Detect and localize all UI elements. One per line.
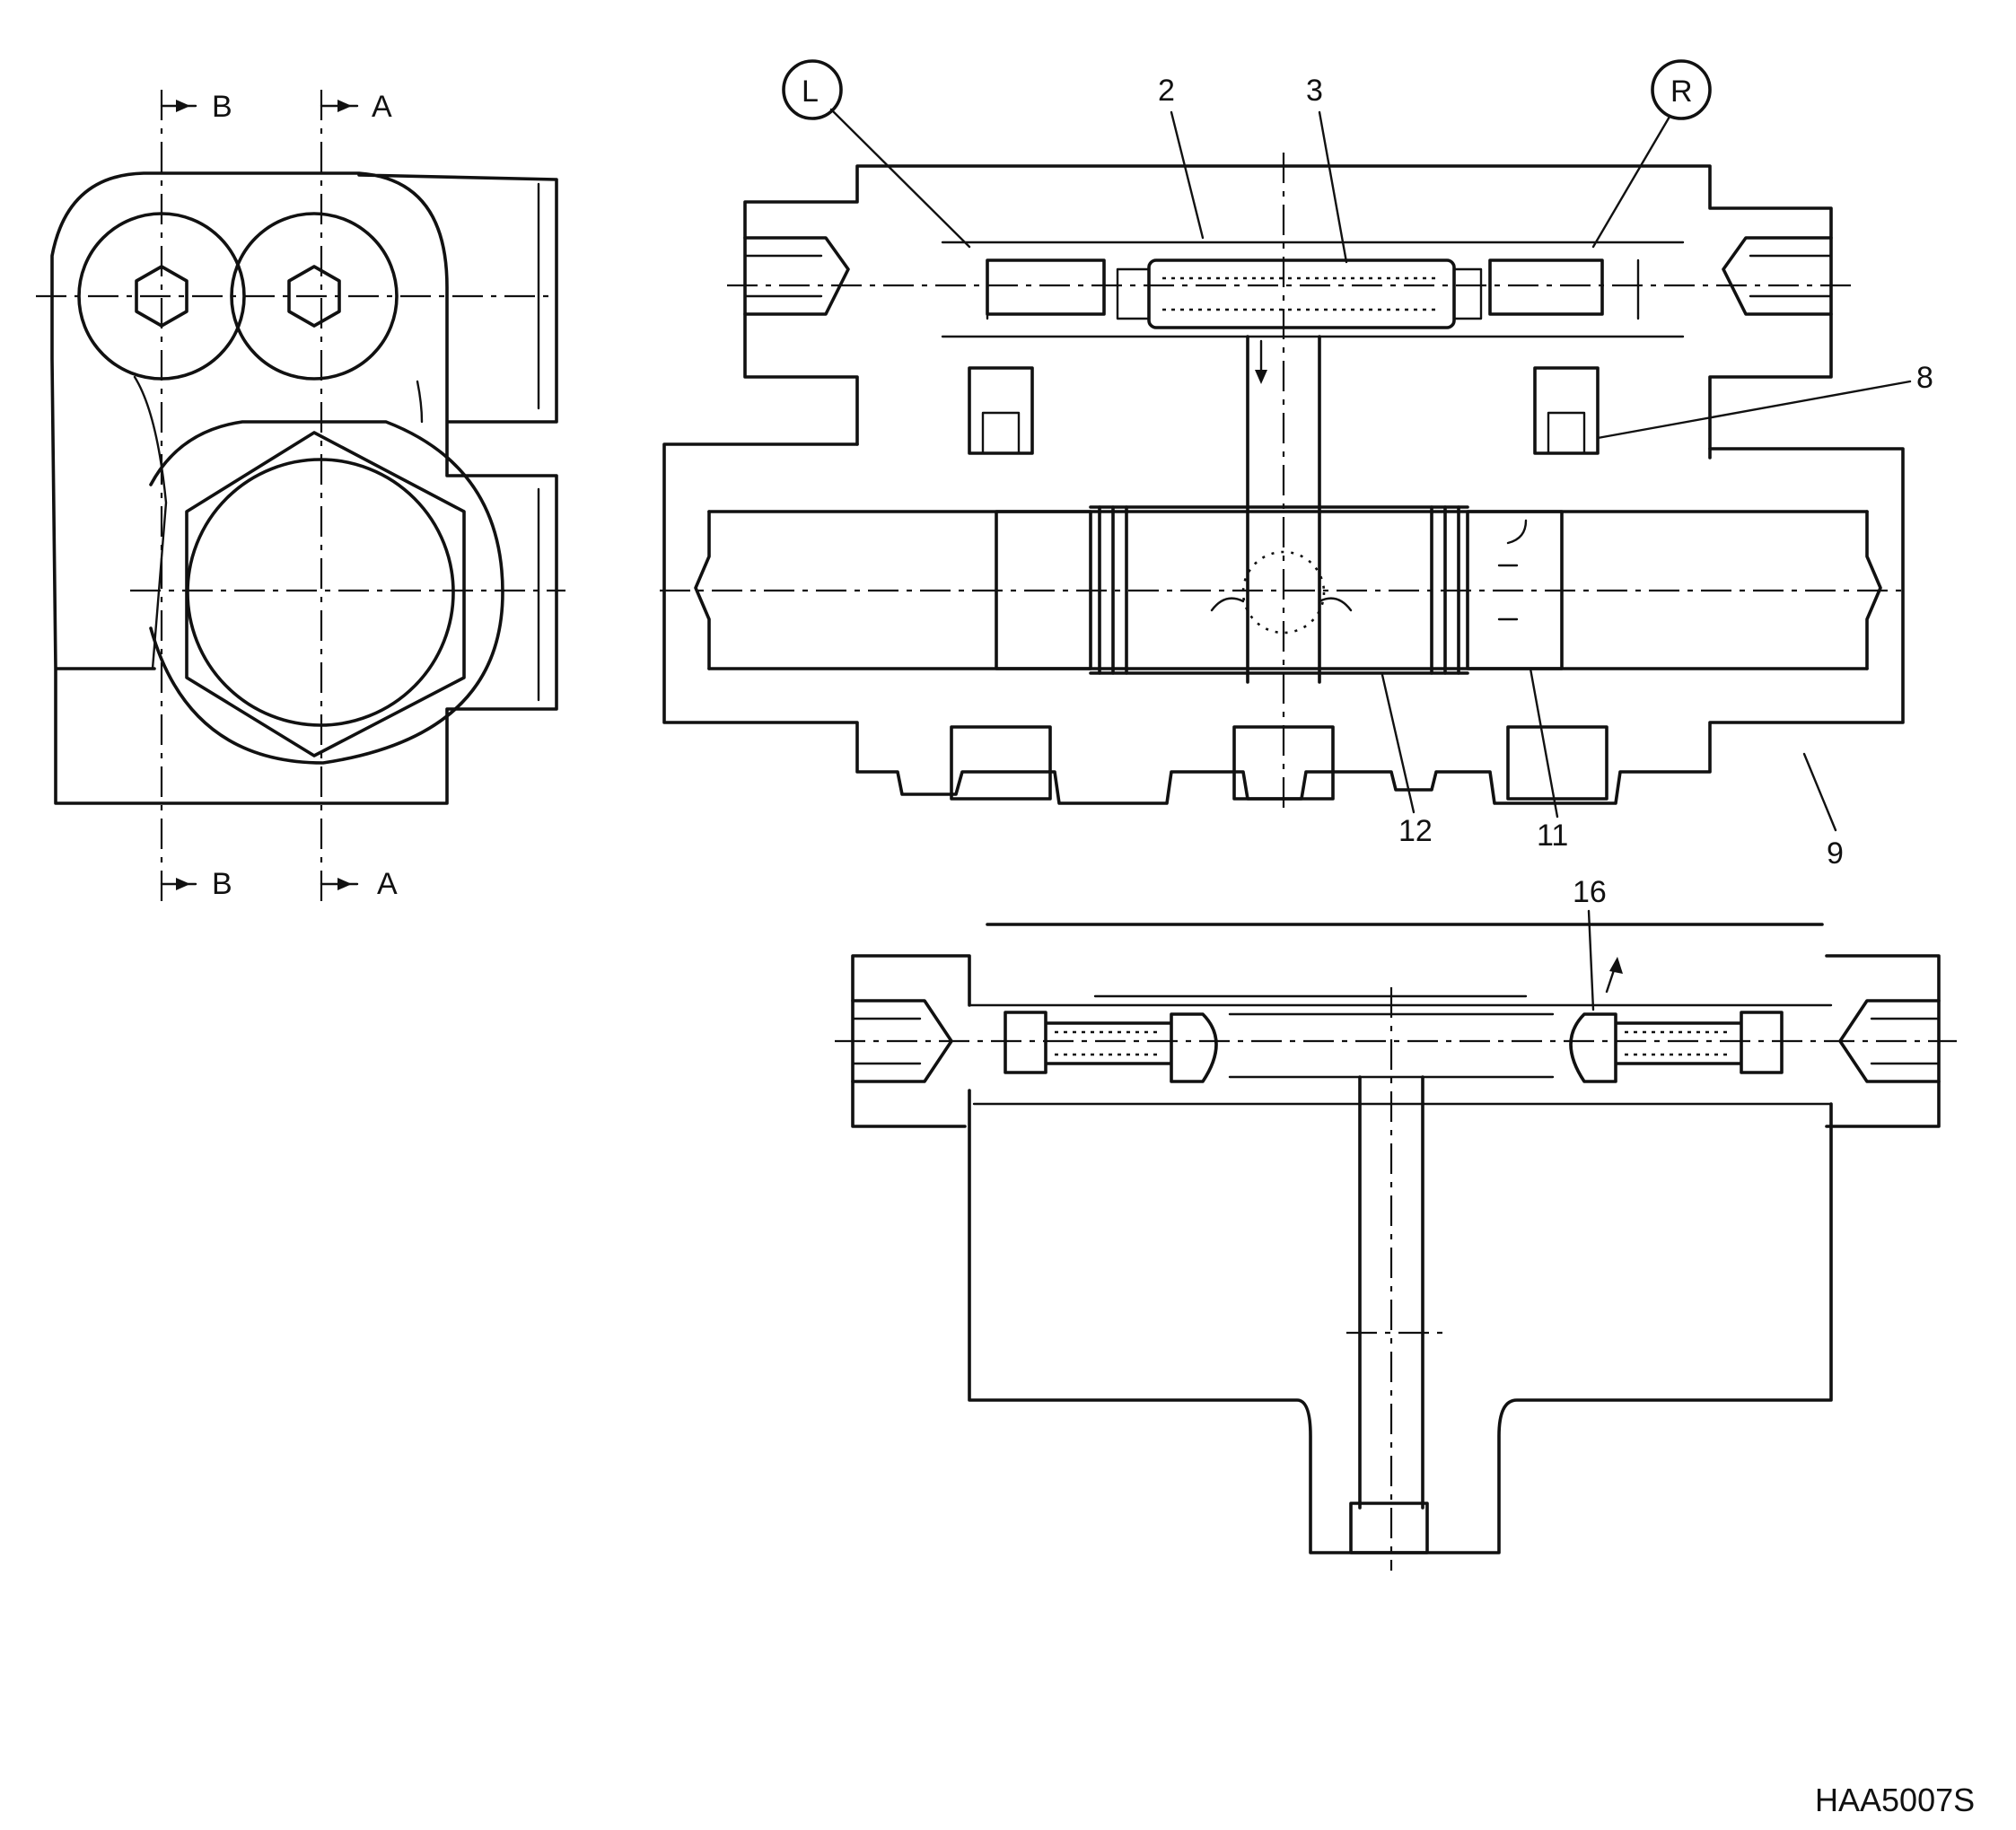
lower-block-outline bbox=[851, 954, 1941, 1554]
arrow-head-icon bbox=[176, 100, 190, 112]
lower-left-thread bbox=[851, 1017, 922, 1065]
callout-11: 11 bbox=[1537, 819, 1568, 853]
lower-port-right bbox=[1506, 725, 1608, 801]
upper-block-outline bbox=[743, 164, 1833, 460]
check-valve-left-seat bbox=[981, 411, 1021, 455]
circled-label-r-text: R bbox=[1670, 74, 1693, 109]
callout-8: 8 bbox=[1916, 361, 1933, 395]
end-view-body-outline bbox=[50, 171, 558, 805]
relief-valve-left bbox=[1004, 1011, 1218, 1083]
cylinder-bore bbox=[707, 510, 1869, 670]
leader-9 bbox=[1802, 752, 1837, 832]
section-label-b-bottom: B bbox=[212, 867, 232, 901]
leader-11 bbox=[1529, 667, 1559, 819]
cylinder-left-end bbox=[694, 510, 711, 670]
check-valve-right-seat bbox=[1547, 411, 1586, 455]
lower-port-left bbox=[950, 725, 1052, 801]
spool-body-3 bbox=[1147, 258, 1456, 329]
callout-16: 16 bbox=[1573, 875, 1607, 909]
arrow-head-icon bbox=[337, 100, 352, 112]
large-boss-outline bbox=[149, 420, 504, 765]
pinion-rotation-arrows bbox=[1210, 597, 1353, 612]
leader-r bbox=[1591, 115, 1671, 249]
pinion-hidden-circle bbox=[1241, 550, 1326, 635]
spool-end-left bbox=[986, 258, 1106, 316]
main-section-view: L R 2 3 8 12 11 9 bbox=[660, 59, 1933, 871]
spool-end-right bbox=[1488, 258, 1604, 316]
circled-label-l bbox=[782, 59, 843, 120]
large-hex-nut-icon bbox=[185, 431, 466, 757]
upper-left-port-plug bbox=[743, 236, 850, 316]
lower-bore bbox=[968, 994, 1833, 1106]
end-view-inner-outline bbox=[133, 375, 424, 670]
drawing-code: HAA5007S bbox=[1815, 1782, 1975, 1818]
lower-vertical-drain bbox=[1358, 1075, 1424, 1510]
spool-land-left bbox=[1116, 267, 1151, 320]
callout-3: 3 bbox=[1306, 74, 1323, 108]
arrow-head-icon bbox=[1255, 370, 1267, 384]
lower-right-thread bbox=[1870, 1017, 1941, 1065]
callout-12: 12 bbox=[1398, 814, 1433, 848]
section-label-b-top: B bbox=[212, 90, 232, 124]
section-label-a-top: A bbox=[372, 90, 392, 124]
callout-2: 2 bbox=[1158, 74, 1175, 108]
arrow-head-icon bbox=[1609, 957, 1623, 974]
leader-12 bbox=[1381, 673, 1416, 814]
callout-9: 9 bbox=[1827, 836, 1844, 871]
rack-12 bbox=[1089, 505, 1469, 675]
arrow-head-icon bbox=[176, 878, 190, 890]
circled-label-r bbox=[1651, 59, 1712, 120]
leader-8 bbox=[1596, 380, 1912, 440]
arrow-head-icon bbox=[337, 878, 352, 890]
leader-16 bbox=[1587, 909, 1595, 1011]
circled-label-l-text: L bbox=[802, 74, 819, 109]
check-valve-left bbox=[968, 366, 1034, 455]
cylinder-right-end bbox=[1865, 510, 1882, 670]
check-valve-right-8 bbox=[1533, 366, 1600, 455]
end-view: B A B A bbox=[36, 90, 565, 906]
hex-plug-a-icon bbox=[287, 265, 341, 328]
lower-section-view: 16 bbox=[835, 875, 1957, 1571]
central-passage bbox=[1246, 335, 1321, 684]
spool-land-right bbox=[1452, 267, 1483, 320]
section-label-a-bottom: A bbox=[377, 867, 398, 901]
leader-l bbox=[829, 108, 971, 249]
relief-valve-right-16 bbox=[1569, 1011, 1784, 1083]
leader-2 bbox=[1170, 110, 1205, 240]
upper-left-thread bbox=[743, 254, 823, 298]
leader-3 bbox=[1318, 110, 1348, 264]
upper-spool-bore bbox=[941, 241, 1685, 338]
lower-drain-plug bbox=[1349, 1502, 1429, 1554]
upper-right-port-plug bbox=[1722, 236, 1833, 316]
flow-arrows-right-piston bbox=[1497, 519, 1528, 621]
upper-right-thread bbox=[1749, 254, 1833, 298]
